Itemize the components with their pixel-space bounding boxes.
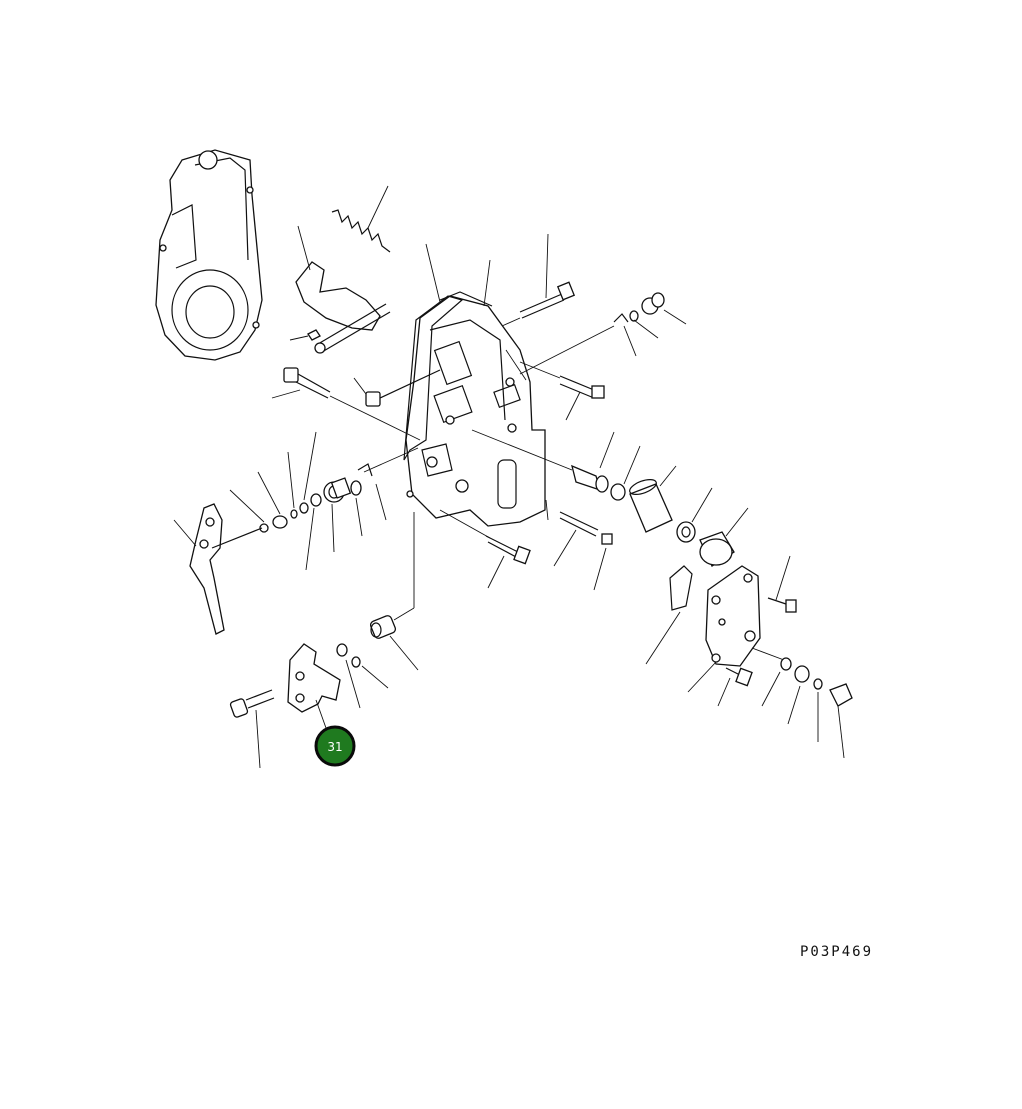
top-right-fittings — [519, 292, 687, 375]
governor-housing — [405, 291, 546, 527]
studs-lower — [439, 499, 613, 591]
throttle-lever — [173, 503, 263, 635]
lower-adapter — [336, 512, 419, 709]
callout-badge-31[interactable]: 31 — [314, 725, 356, 767]
fittings-row-left — [229, 431, 419, 571]
drawing-code: P03P469 — [800, 944, 874, 960]
callout-label-31: 31 — [327, 740, 342, 754]
right-cover-plate — [645, 565, 761, 693]
adjusting-assembly — [471, 429, 749, 567]
spring — [331, 185, 391, 253]
right-small-parts — [717, 555, 853, 759]
bracket-part — [287, 643, 341, 729]
long-bolt-left — [271, 367, 421, 441]
lever-shaft — [289, 225, 391, 354]
gasket — [403, 243, 491, 461]
housing-cover — [155, 149, 263, 361]
bolt-lower-left — [229, 689, 275, 769]
small-bolt-center — [353, 369, 441, 407]
long-bolt-top — [501, 233, 576, 327]
bolt-right — [519, 361, 605, 421]
